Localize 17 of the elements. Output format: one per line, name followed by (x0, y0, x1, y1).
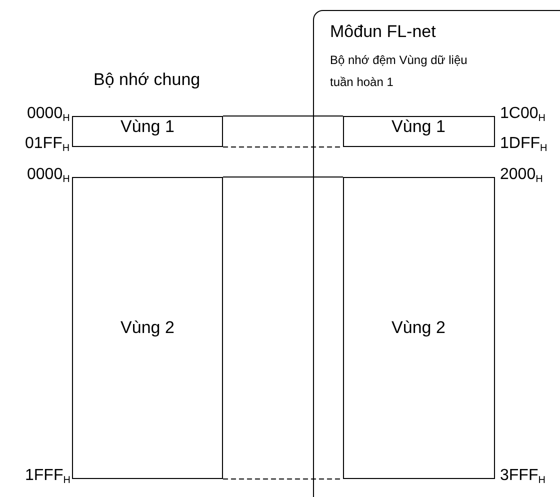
address-label: 0000$_{H}$ (27, 104, 70, 126)
panel-title: Môđun FL-net (330, 21, 436, 43)
address-label: 1DFF$_{H}$ (500, 134, 548, 156)
mapping-line (222, 176, 344, 178)
address-label: 1FFF$_{H}$ (25, 466, 70, 488)
memory-area-box: Vùng 1 (72, 116, 223, 147)
address-label: 0000$_{H}$ (27, 166, 70, 186)
address-label: 1C00$_{H}$ (500, 104, 546, 126)
memory-area-box: Vùng 1 (342, 116, 494, 146)
module-panel (313, 10, 560, 497)
address-label: 3FFF$_{H}$ (500, 466, 546, 488)
address-label: 01FF$_{H}$ (25, 134, 70, 156)
memory-area-box: Vùng 2 (72, 177, 223, 479)
column-heading: Bộ nhớ chung (94, 71, 200, 89)
memory-area-box: Vùng 2 (342, 176, 494, 478)
address-label: 2000$_{H}$ (500, 166, 543, 186)
panel-subtitle: Bộ nhớ đệm Vùng dữ liệu tuần hoàn 1 (330, 52, 468, 91)
